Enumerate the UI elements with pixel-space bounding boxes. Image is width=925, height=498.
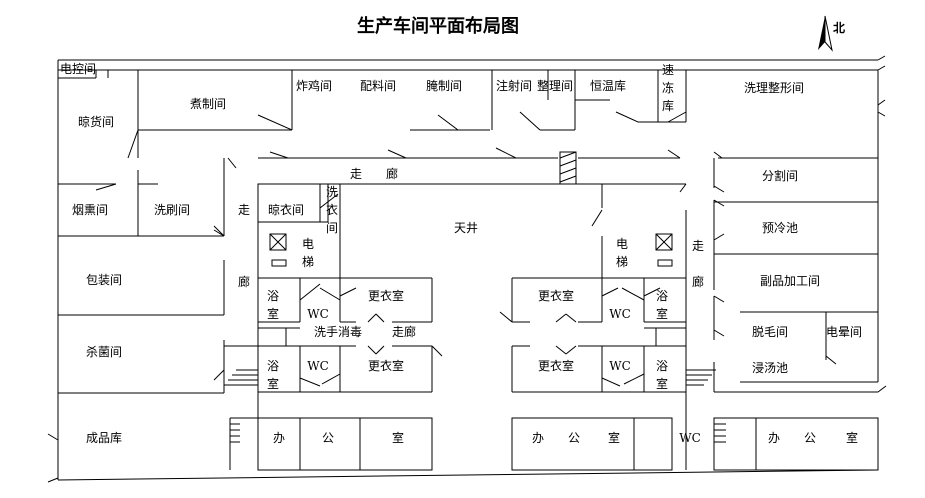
- atrium: 天井: [454, 221, 478, 235]
- room-smoking: 烟熏间: [72, 203, 108, 217]
- room-thermostatic: 恒温库: [590, 78, 626, 93]
- room-sorting: 整理间: [537, 78, 573, 93]
- office-mid-2: 公: [568, 431, 580, 445]
- locker-left-1: 更衣室: [368, 288, 404, 303]
- office-right-2: 公: [804, 431, 816, 445]
- elevator-right-2: 梯: [616, 255, 628, 269]
- room-packaging: 包装间: [86, 273, 122, 287]
- room-quick-freeze-2: 冻: [662, 80, 674, 95]
- wash-disinfect: 洗手消毒: [314, 325, 362, 339]
- bath-left-2b: 室: [267, 376, 279, 391]
- corridor-right-2: 廊: [692, 274, 704, 289]
- corridor-left-2: 廊: [238, 274, 250, 289]
- room-boiling: 煮制间: [190, 97, 226, 111]
- room-labels: 电控间 晾货间 煮制间 炸鸡间 配料间 腌制间 注射间 整理间 恒温库 速 冻 …: [60, 62, 862, 445]
- room-drying-clothes: 晾衣间: [268, 202, 304, 217]
- north-label: 北: [833, 20, 845, 35]
- walls: [47, 55, 887, 483]
- wc-right-2: WC: [609, 359, 631, 373]
- room-curing: 腌制间: [426, 79, 462, 93]
- wc-left-2: WC: [307, 359, 329, 373]
- corridor-left-1: 走: [238, 203, 250, 217]
- room-drying-goods: 晾货间: [78, 114, 114, 129]
- elevator-left-2: 梯: [302, 255, 314, 269]
- locker-right-2: 更衣室: [538, 358, 574, 373]
- bath-right-2b: 室: [656, 376, 668, 391]
- wc-right-1: WC: [609, 307, 631, 321]
- corridor-mid: 走廊: [392, 324, 416, 339]
- bath-right-1a: 浴: [656, 289, 668, 303]
- north-arrow-icon: [818, 15, 833, 52]
- bath-left-1b: 室: [267, 306, 279, 321]
- locker-right-1: 更衣室: [538, 288, 574, 303]
- room-laundry-3: 间: [326, 221, 338, 235]
- bath-left-2a: 浴: [267, 359, 279, 373]
- room-washing: 洗刷间: [154, 203, 190, 217]
- bath-left-1a: 浴: [267, 289, 279, 303]
- corridor-top-2: 廊: [386, 166, 398, 181]
- room-cutting: 分割间: [762, 168, 798, 183]
- room-by-product: 副品加工间: [760, 274, 820, 288]
- room-dehair: 脱毛间: [752, 324, 788, 339]
- office-left-1: 办: [273, 430, 285, 445]
- bath-right-1b: 室: [656, 306, 668, 321]
- room-finished: 成品库: [86, 430, 122, 445]
- office-right-3: 室: [846, 430, 858, 445]
- wc-left-1: WC: [307, 307, 329, 321]
- office-left-2: 公: [322, 431, 334, 445]
- room-ingredients: 配料间: [360, 79, 396, 93]
- locker-left-2: 更衣室: [368, 358, 404, 373]
- office-mid-3: 室: [608, 430, 620, 445]
- room-control: 电控间: [60, 62, 96, 76]
- elevator-left-1: 电: [302, 237, 314, 251]
- page-title: 生产车间平面布局图: [357, 15, 519, 37]
- elevator-right-1: 电: [616, 237, 628, 251]
- room-wash-trim: 洗理整形间: [744, 80, 804, 95]
- room-scald: 浸汤池: [752, 361, 788, 375]
- office-mid-1: 办: [532, 430, 544, 445]
- bath-right-2a: 浴: [656, 359, 668, 373]
- office-right-1: 办: [768, 430, 780, 445]
- room-frying: 炸鸡间: [296, 78, 332, 93]
- room-quick-freeze-3: 库: [662, 98, 674, 113]
- room-injection: 注射间: [496, 78, 532, 93]
- room-laundry-1: 洗: [326, 185, 338, 199]
- room-sterilization: 杀菌间: [86, 344, 122, 359]
- corridor-top-1: 走: [350, 167, 362, 181]
- corridor-right-1: 走: [692, 239, 704, 253]
- wc-bottom: WC: [679, 431, 701, 445]
- room-laundry-2: 衣: [326, 202, 338, 217]
- room-stun: 电晕间: [826, 325, 862, 339]
- office-left-3: 室: [392, 430, 404, 445]
- room-quick-freeze-1: 速: [662, 63, 674, 77]
- room-precool: 预冷池: [762, 221, 798, 235]
